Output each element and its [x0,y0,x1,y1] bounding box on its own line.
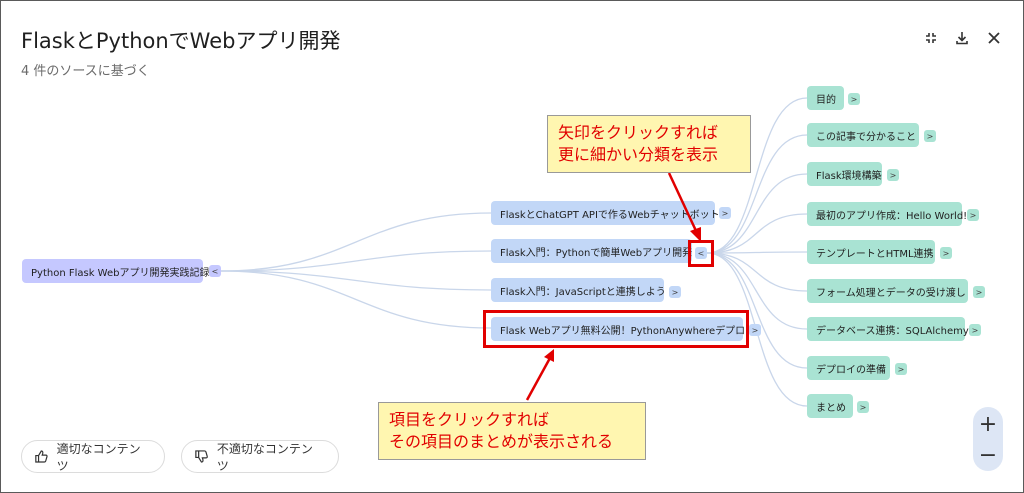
connector [706,252,808,330]
good-content-label: 適切なコンテンツ [56,441,141,473]
leaf-node[interactable]: 最初のアプリ作成：Hello World! [807,202,967,226]
connector [706,213,808,254]
expand-toggle[interactable]: > [857,401,869,413]
highlight-box-item [483,310,749,348]
expand-toggle[interactable]: > [924,130,936,142]
branch-node[interactable]: Flask入門：JavaScriptと連携しよう [491,278,666,302]
leaf-node[interactable]: まとめ [807,394,853,418]
download-icon [956,32,968,45]
close-icon [988,32,1000,44]
bad-content-button[interactable]: 不適切なコンテンツ [181,440,339,473]
leaf-node[interactable]: この記事で分かること [807,123,919,147]
arrow-line [525,357,552,401]
connector [706,173,808,254]
page-title: FlaskとPythonでWebアプリ開発 [21,29,341,53]
arrowhead [544,349,554,362]
branch-node[interactable]: FlaskとChatGPT APIで作るWebチャットボット [491,201,720,225]
connector [220,250,492,272]
expand-toggle[interactable]: > [940,247,952,259]
connector [706,97,808,254]
callout-line: 更に細かい分類を表示 [558,145,719,164]
zoom-in-button[interactable]: + [978,411,998,437]
bad-content-label: 不適切なコンテンツ [216,441,313,473]
root-node[interactable]: Python Flask Webアプリ開発実践記録 [22,259,209,283]
callout-line: その項目のまとめが表示される [389,432,614,451]
thumbs-down-icon [195,450,208,463]
download-button[interactable] [949,25,975,51]
expand-toggle[interactable]: > [749,324,761,336]
item-callout: 項目をクリックすれば その項目のまとめが表示される [378,402,646,460]
callout-line: 項目をクリックすれば [389,410,550,429]
connector [220,212,492,272]
arrow-callout: 矢印をクリックすれば 更に細かい分類を表示 [547,115,751,173]
leaf-node[interactable]: テンプレートとHTML連携 [807,240,935,264]
callout-line: 矢印をクリックすれば [558,123,719,142]
source-count: 4 件のソースに基づく [21,64,150,79]
good-content-button[interactable]: 適切なコンテンツ [21,440,165,473]
branch-node[interactable]: Flask Webアプリ無料公開！PythonAnywhereデプロイ [491,317,755,341]
leaf-node[interactable]: デプロイの準備 [807,356,890,380]
connector [706,252,808,292]
zoom-control: + − [973,407,1003,471]
expand-toggle[interactable]: > [669,286,681,298]
expand-toggle[interactable]: > [848,93,860,105]
arrow-line [667,172,699,234]
expand-toggle[interactable]: > [973,286,985,298]
expand-toggle[interactable]: > [967,209,979,221]
branch-node[interactable]: Flask入門：Pythonで簡単Webアプリ開発 [491,239,692,263]
connector [706,252,808,369]
leaf-node[interactable]: フォーム処理とデータの受け渡し [807,279,968,303]
arrowhead [690,227,701,242]
connector [220,270,492,329]
expand-toggle[interactable]: > [887,169,899,181]
close-button[interactable] [981,25,1007,51]
zoom-out-button[interactable]: − [978,442,998,468]
collapse-toggle[interactable]: < [209,265,221,277]
connector [706,134,808,254]
leaf-node[interactable]: データベース連携：SQLAlchemy [807,317,969,341]
connector [220,270,492,291]
thumbs-up-icon [35,450,48,463]
collapse-icon [926,33,936,43]
expand-toggle[interactable]: > [895,363,907,375]
collapse-button[interactable] [918,25,944,51]
leaf-node[interactable]: Flask環境構築 [807,162,882,186]
expand-toggle[interactable]: > [719,207,731,219]
expand-toggle[interactable]: > [969,324,981,336]
collapse-toggle[interactable]: < [695,247,707,259]
leaf-node[interactable]: 目的 [807,86,844,110]
connector [706,251,808,254]
